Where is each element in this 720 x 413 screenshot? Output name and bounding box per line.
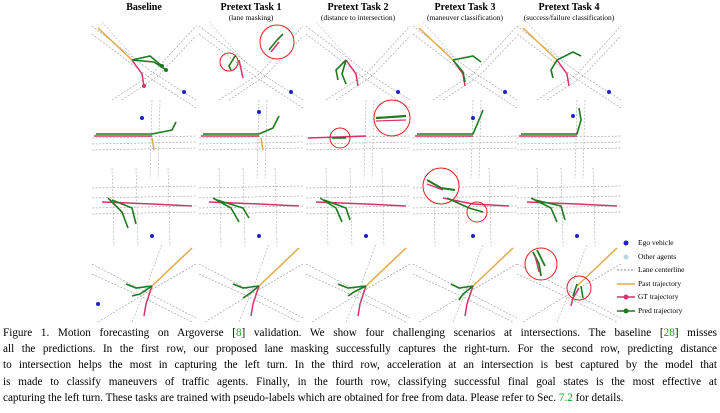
- column-header-task2: Pretext Task 2 (distance to intersection…: [306, 2, 410, 22]
- panel-row1-baseline: [91, 21, 197, 109]
- panel-row1-task2: [305, 21, 411, 109]
- caption-line-4: is made to classify maneuvers of traffic…: [3, 375, 717, 388]
- panel-row4-task1: [198, 243, 304, 323]
- pink-line-dot-icon: [617, 294, 635, 300]
- panel-row4-baseline: [91, 243, 197, 323]
- column-title: Pretext Task 3: [434, 2, 496, 13]
- panel-row2-task3: [412, 99, 518, 179]
- legend-item-gt: GT trajectory: [616, 290, 720, 304]
- panel-row4-task4: [516, 243, 622, 323]
- caption-line-5: capturing the left turn. These tasks are…: [3, 391, 624, 404]
- column-subtitle: (lane masking): [228, 13, 274, 22]
- legend-label: Pred trajectory: [638, 305, 683, 315]
- panel-row2-task1: [198, 99, 304, 179]
- legend-label: Lane centerline: [638, 265, 685, 275]
- column-title: Pretext Task 4: [538, 2, 600, 13]
- legend-item-past: Past trajectory: [616, 277, 720, 291]
- panel-row4-task3: [412, 243, 518, 323]
- scenario-grid: [91, 21, 622, 323]
- legend-label: Ego vehicle: [638, 238, 674, 247]
- citation-link[interactable]: 28: [663, 327, 675, 339]
- panel-row4-task2: [305, 243, 411, 323]
- column-header-baseline: Baseline: [92, 2, 196, 13]
- section-link[interactable]: 7.2: [558, 391, 573, 404]
- panel-row1-task1: [198, 21, 304, 109]
- light-dot-icon: [623, 254, 629, 260]
- column-header-task1: Pretext Task 1 (lane masking): [199, 2, 303, 22]
- panel-row1-task3: [412, 21, 518, 109]
- panel-row2-task2: [305, 99, 411, 179]
- panel-row3-task1: [198, 167, 304, 247]
- legend-item-lane: Lane centerline: [616, 263, 720, 277]
- panel-row3-baseline: [91, 167, 197, 247]
- column-subtitle: (maneuver classification): [426, 13, 503, 22]
- panel-row2-baseline: [91, 99, 197, 179]
- panel-row1-task4: [516, 21, 622, 109]
- panel-row2-task4: [516, 99, 622, 179]
- caption-line-2: all the predictions. In the first row, o…: [3, 343, 717, 356]
- legend-item-pred: Pred trajectory: [616, 304, 720, 318]
- caption-line-1: Figure 1. Motion forecasting on Argovers…: [3, 327, 718, 339]
- panel-row3-task2: [305, 167, 411, 247]
- column-header-task3: Pretext Task 3 (maneuver classification): [413, 2, 517, 22]
- figure-caption: Figure 1. Motion forecasting on Argovers…: [3, 325, 717, 406]
- caption-line-3: to intersection helps the most in captur…: [3, 359, 717, 372]
- legend-label: Past trajectory: [638, 278, 682, 288]
- legend: Ego vehicle Other agents Lane centerline…: [616, 236, 720, 318]
- column-subtitle: (success/failure classification): [523, 13, 615, 22]
- legend-item-other: Other agents: [616, 250, 720, 264]
- column-title: Pretext Task 2: [327, 2, 389, 13]
- green-line-dot-icon: [617, 308, 635, 314]
- orange-line-icon: [617, 282, 635, 285]
- column-title: Pretext Task 1: [220, 2, 282, 13]
- legend-item-ego: Ego vehicle: [616, 236, 720, 250]
- dashed-line-icon: [617, 269, 635, 271]
- blue-dot-icon: [623, 240, 629, 246]
- panel-row3-task3: [412, 167, 518, 247]
- legend-label: GT trajectory: [638, 292, 679, 302]
- column-title: Baseline: [126, 2, 162, 13]
- column-subtitle: (distance to intersection): [320, 13, 396, 22]
- column-header-task4: Pretext Task 4 (success/failure classifi…: [517, 2, 621, 22]
- legend-label: Other agents: [638, 251, 677, 261]
- citation-link[interactable]: 8: [235, 327, 242, 339]
- panel-row3-task4: [516, 167, 622, 247]
